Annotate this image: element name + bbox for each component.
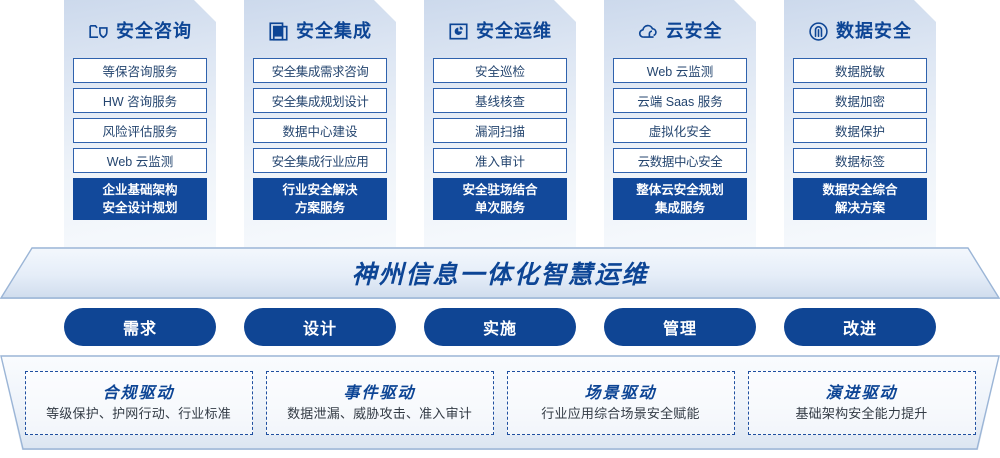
service-item[interactable]: 云端 Saas 服务 [613, 88, 747, 113]
service-item[interactable]: 基线核查 [433, 88, 567, 113]
column-highlight-box[interactable]: 安全驻场结合 单次服务 [433, 178, 567, 220]
phase-pill-design[interactable]: 设计 [244, 308, 396, 346]
highlight-line: 企业基础架构 [102, 182, 178, 197]
service-item[interactable]: 准入审计 [433, 148, 567, 173]
monitor-chart-icon [448, 21, 469, 42]
phase-pill-implementation[interactable]: 实施 [424, 308, 576, 346]
driver-description: 基础架构安全能力提升 [795, 405, 928, 421]
highlight-line: 集成服务 [654, 201, 705, 215]
driver-description: 行业应用综合场景安全赋能 [541, 405, 700, 421]
folder-shield-icon [88, 21, 109, 42]
column-title: 数据安全 [836, 21, 912, 41]
column-items: 安全巡检 基线核查 漏洞扫描 准入审计 [434, 58, 566, 173]
cloud-icon [638, 21, 659, 42]
phase-pill-management[interactable]: 管理 [604, 308, 756, 346]
service-item[interactable]: 安全集成规划设计 [253, 88, 387, 113]
service-item[interactable]: 数据加密 [793, 88, 927, 113]
fingerprint-icon [808, 21, 829, 42]
highlight-line: 安全设计规划 [102, 201, 178, 215]
driver-title: 事件驱动 [343, 384, 416, 402]
column-header: 安全运维 [448, 10, 552, 52]
drivers-section: 合规驱动 等级保护、护网行动、行业标准 事件驱动 数据泄漏、威胁攻击、准入审计 … [0, 355, 1000, 450]
highlight-line: 行业安全解决 [282, 182, 358, 197]
column-title: 云安全 [665, 21, 723, 41]
service-columns: 安全咨询 等保咨询服务 HW 咨询服务 风险评估服务 Web 云监测 企业基础架… [0, 0, 1000, 252]
highlight-line: 整体云安全规划 [636, 182, 724, 197]
phase-pills: 需求 设计 实施 管理 改进 [0, 308, 1000, 346]
service-item[interactable]: 安全巡检 [433, 58, 567, 83]
service-item[interactable]: 安全集成需求咨询 [253, 58, 387, 83]
service-item[interactable]: 数据保护 [793, 118, 927, 143]
driver-title: 演进驱动 [825, 384, 898, 402]
column-items: 等保咨询服务 HW 咨询服务 风险评估服务 Web 云监测 [74, 58, 206, 173]
highlight-line: 方案服务 [294, 201, 345, 215]
service-item[interactable]: 数据脱敏 [793, 58, 927, 83]
highlight-line: 解决方案 [834, 201, 885, 215]
drivers-list: 合规驱动 等级保护、护网行动、行业标准 事件驱动 数据泄漏、威胁攻击、准入审计 … [0, 355, 1000, 450]
column-highlight-box[interactable]: 企业基础架构 安全设计规划 [73, 178, 207, 220]
service-item[interactable]: 安全集成行业应用 [253, 148, 387, 173]
column-title: 安全集成 [296, 21, 372, 41]
service-item[interactable]: 数据标签 [793, 148, 927, 173]
service-item[interactable]: 虚拟化安全 [613, 118, 747, 143]
service-column-security-consulting[interactable]: 安全咨询 等保咨询服务 HW 咨询服务 风险评估服务 Web 云监测 企业基础架… [64, 0, 216, 252]
column-title: 安全咨询 [116, 21, 192, 41]
service-item[interactable]: 漏洞扫描 [433, 118, 567, 143]
driver-card-scenario[interactable]: 场景驱动 行业应用综合场景安全赋能 [506, 370, 735, 435]
phase-pill-improvement[interactable]: 改进 [784, 308, 936, 346]
platform-banner: 神州信息一体化智慧运维 [0, 247, 1000, 299]
driver-card-evolution[interactable]: 演进驱动 基础架构安全能力提升 [747, 370, 976, 435]
column-header: 安全咨询 [88, 10, 192, 52]
column-title: 安全运维 [476, 21, 552, 41]
column-header: 云安全 [638, 10, 723, 52]
service-column-security-operations[interactable]: 安全运维 安全巡检 基线核查 漏洞扫描 准入审计 安全驻场结合 单次服务 [424, 0, 576, 252]
column-highlight-box[interactable]: 数据安全综合 解决方案 [793, 178, 927, 220]
service-item[interactable]: 数据中心建设 [253, 118, 387, 143]
service-item[interactable]: Web 云监测 [613, 58, 747, 83]
highlight-line: 数据安全综合 [822, 182, 898, 197]
service-column-data-security[interactable]: 数据安全 数据脱敏 数据加密 数据保护 数据标签 数据安全综合 解决方案 [784, 0, 936, 252]
service-item[interactable]: HW 咨询服务 [73, 88, 207, 113]
driver-card-compliance[interactable]: 合规驱动 等级保护、护网行动、行业标准 [24, 370, 253, 435]
highlight-line: 单次服务 [474, 201, 525, 215]
column-items: Web 云监测 云端 Saas 服务 虚拟化安全 云数据中心安全 [614, 58, 746, 173]
driver-title: 合规驱动 [102, 384, 175, 402]
column-highlight-box[interactable]: 行业安全解决 方案服务 [253, 178, 387, 220]
driver-card-incident[interactable]: 事件驱动 数据泄漏、威胁攻击、准入审计 [265, 370, 494, 435]
driver-description: 等级保护、护网行动、行业标准 [46, 405, 231, 421]
column-header: 安全集成 [268, 10, 372, 52]
highlight-line: 安全驻场结合 [462, 182, 538, 197]
service-column-cloud-security[interactable]: 云安全 Web 云监测 云端 Saas 服务 虚拟化安全 云数据中心安全 整体云… [604, 0, 756, 252]
service-item[interactable]: 风险评估服务 [73, 118, 207, 143]
service-item[interactable]: 等保咨询服务 [73, 58, 207, 83]
service-item[interactable]: 云数据中心安全 [613, 148, 747, 173]
banner-title: 神州信息一体化智慧运维 [351, 261, 649, 289]
column-items: 数据脱敏 数据加密 数据保护 数据标签 [794, 58, 926, 173]
documents-copy-icon [268, 21, 289, 42]
column-highlight-box[interactable]: 整体云安全规划 集成服务 [613, 178, 747, 220]
service-item[interactable]: Web 云监测 [73, 148, 207, 173]
driver-description: 数据泄漏、威胁攻击、准入审计 [287, 405, 472, 421]
service-column-security-integration[interactable]: 安全集成 安全集成需求咨询 安全集成规划设计 数据中心建设 安全集成行业应用 行… [244, 0, 396, 252]
column-header: 数据安全 [808, 10, 912, 52]
driver-title: 场景驱动 [584, 384, 657, 402]
phase-pill-requirement[interactable]: 需求 [64, 308, 216, 346]
column-items: 安全集成需求咨询 安全集成规划设计 数据中心建设 安全集成行业应用 [254, 58, 386, 173]
